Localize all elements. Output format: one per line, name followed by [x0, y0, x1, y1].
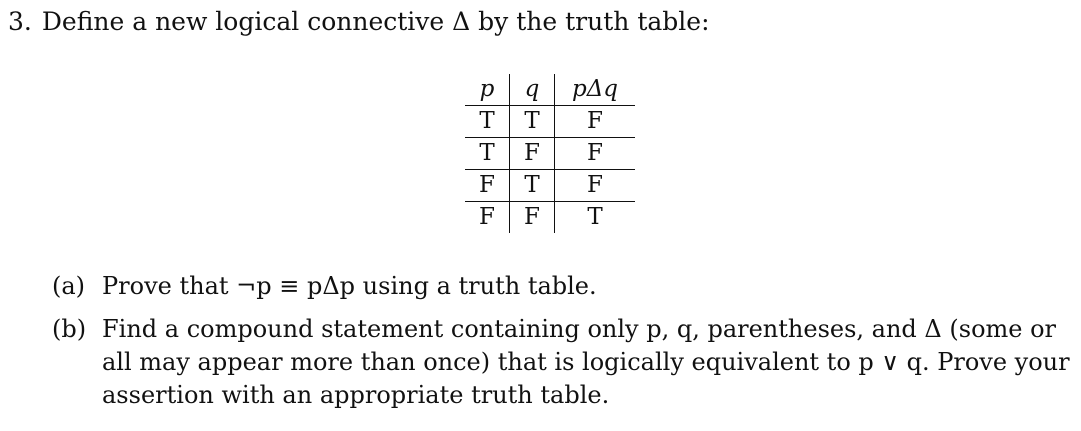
table-cell: F: [554, 169, 635, 202]
column-header-q: q: [509, 74, 555, 106]
part-a: (a) Prove that ¬p ≡ pΔp using a truth ta…: [52, 270, 1072, 303]
table-cell: T: [554, 201, 635, 233]
table-cell: F: [509, 137, 555, 170]
table-cell: F: [465, 169, 510, 202]
part-b-label: (b): [52, 315, 87, 343]
table-row: T T F: [465, 105, 635, 138]
problem-number: 3.: [8, 7, 32, 36]
problem-heading: 3. Define a new logical connective Δ by t…: [8, 4, 710, 40]
table-row: F T F: [465, 169, 635, 202]
table-cell: F: [509, 201, 555, 233]
problem-statement: Define a new logical connective Δ by the…: [41, 7, 710, 36]
table-cell: F: [554, 137, 635, 170]
table-cell: T: [509, 169, 555, 202]
table-cell: F: [465, 201, 510, 233]
part-a-text: Prove that ¬p ≡ pΔp using a truth table.: [102, 272, 597, 300]
column-header-p: p: [465, 74, 510, 106]
table-row: F F T: [465, 201, 635, 233]
part-a-label: (a): [52, 272, 86, 300]
table-cell: T: [465, 137, 510, 170]
table-cell: T: [465, 105, 510, 138]
table-cell: F: [554, 105, 635, 138]
problem-parts: (a) Prove that ¬p ≡ pΔp using a truth ta…: [52, 270, 1072, 422]
table-cell: T: [509, 105, 555, 138]
part-b: (b) Find a compound statement containing…: [52, 313, 1072, 412]
truth-table: p q pΔq T T F T F F F T F F F T: [465, 74, 635, 233]
table-row: T F F: [465, 137, 635, 170]
column-header-p-delta-q: pΔq: [571, 76, 619, 102]
truth-table-header-row: p q pΔq: [465, 74, 635, 106]
part-b-text: Find a compound statement containing onl…: [102, 315, 1070, 409]
